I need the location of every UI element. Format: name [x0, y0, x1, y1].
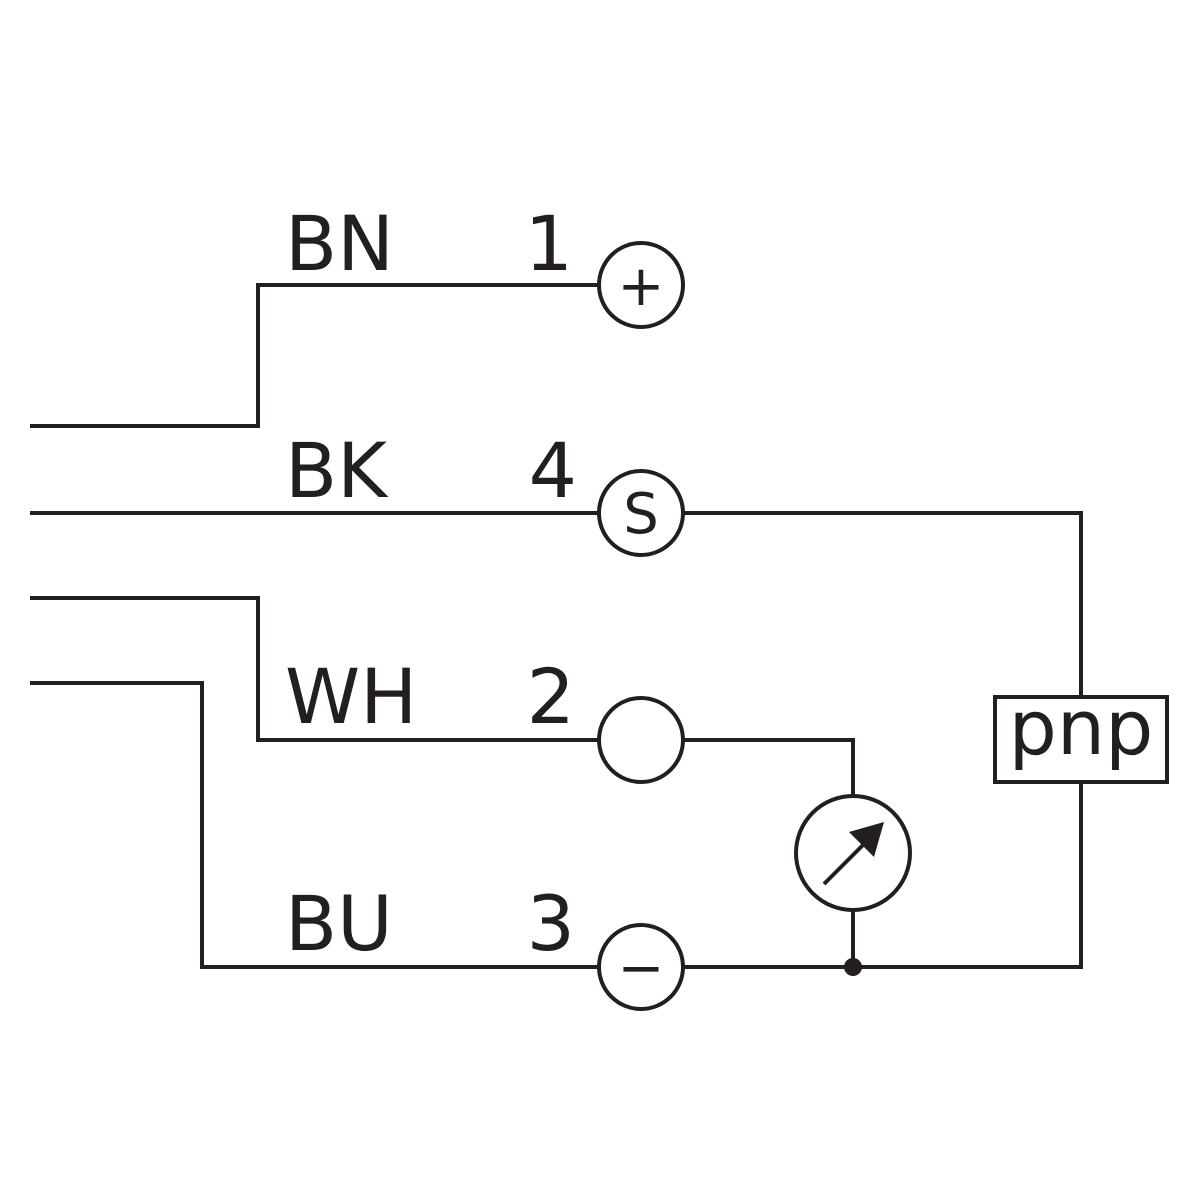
pin-4: 4 — [529, 426, 577, 515]
wire-bu — [30, 681, 598, 969]
label-bn: BN — [285, 199, 394, 288]
label-bk: BK — [285, 426, 389, 515]
adjustable-meter-icon — [794, 794, 912, 912]
pin-3: 3 — [527, 879, 575, 968]
wire-bn — [30, 283, 598, 428]
pnp-output-box: pnp — [993, 683, 1169, 784]
label-bu: BU — [285, 879, 393, 968]
junction-dot — [844, 958, 862, 976]
terminal-3-symbol: − — [618, 936, 665, 1001]
terminal-2 — [597, 696, 685, 784]
pin-1: 1 — [525, 199, 573, 288]
wire-wh — [30, 596, 598, 742]
pin-2: 2 — [527, 652, 575, 741]
pnp-label: pnp — [1009, 683, 1154, 772]
terminal-4: S — [597, 469, 685, 557]
terminal-4-symbol: S — [623, 482, 659, 547]
terminal-1: + — [597, 241, 685, 329]
terminal-1-symbol: + — [618, 254, 665, 319]
label-wh: WH — [285, 652, 417, 741]
terminal-3: − — [597, 923, 685, 1011]
